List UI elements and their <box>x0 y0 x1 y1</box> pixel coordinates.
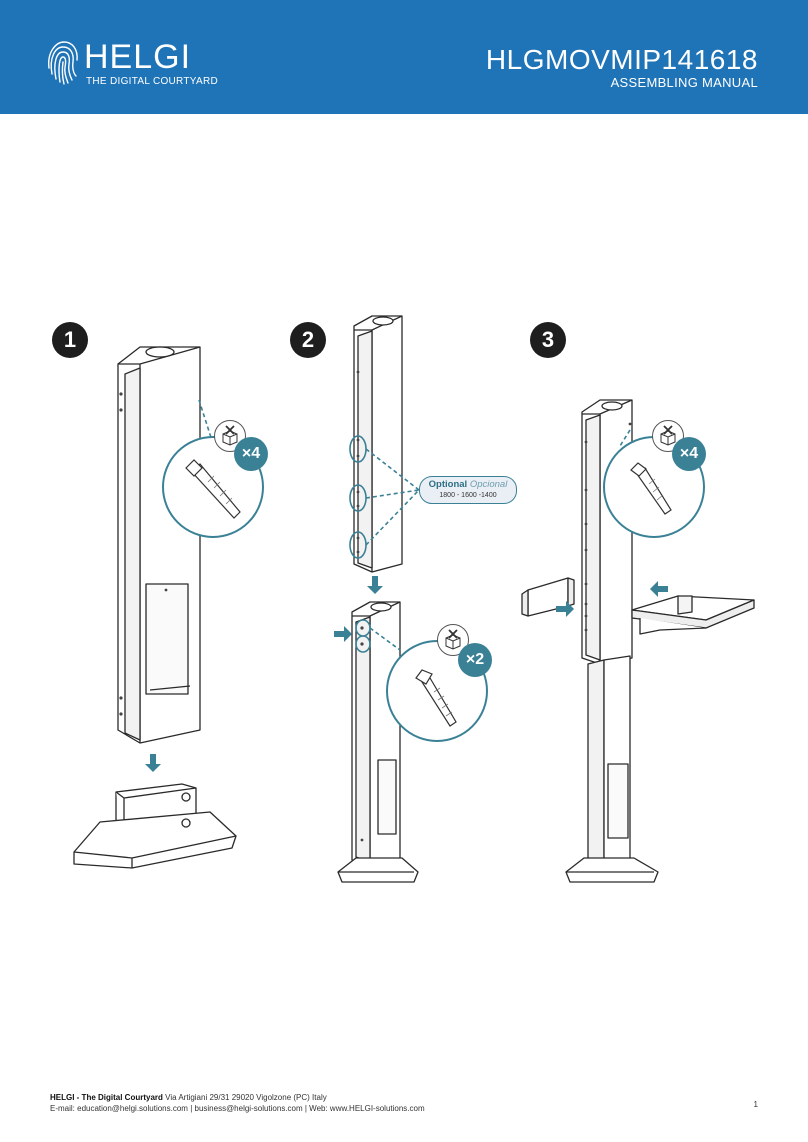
box-icon <box>437 624 469 656</box>
fingerprint-logo-icon <box>48 41 78 85</box>
step-1-quantity-badge: ×4 <box>234 437 268 471</box>
step-3-quantity-badge: ×4 <box>672 437 706 471</box>
optional-label-es: Opcional <box>469 479 508 490</box>
footer-address: Via Artigiani 29/31 29020 Vigolzone (PC)… <box>162 1093 327 1102</box>
assembly-illustration <box>73 315 755 883</box>
step-2-badge: 2 <box>290 322 326 358</box>
step-1-badge: 1 <box>52 322 88 358</box>
step-2-quantity-badge: ×2 <box>458 643 492 677</box>
bolt-icon <box>630 462 672 515</box>
brand-name: HELGI <box>84 38 192 76</box>
step-3-badge: 3 <box>530 322 566 358</box>
footer: HELGI - The Digital Courtyard Via Artigi… <box>50 1092 425 1114</box>
bolt-icon <box>415 669 457 727</box>
optional-sizes: 1800 - 1600 -1400 <box>439 492 497 499</box>
brand-tagline: THE DIGITAL COURTYARD <box>86 76 219 87</box>
manual-title: ASSEMBLING MANUAL <box>610 75 758 90</box>
page-number: 1 <box>753 1100 758 1109</box>
optional-label-en: Optional <box>428 479 468 490</box>
footer-contacts: E-mail: education@helgi.solutions.com | … <box>50 1104 425 1113</box>
model-code: HLGMOVMIP141618 <box>485 44 758 75</box>
box-icon <box>652 420 684 452</box>
footer-company: HELGI - The Digital Courtyard <box>50 1093 163 1102</box>
bolt-icon <box>185 459 241 519</box>
header-bar: HELGI THE DIGITAL COURTYARD HLGMOVMIP141… <box>0 0 808 114</box>
arrow-icon <box>145 576 668 772</box>
optional-note: Optional Opcional 1800 - 1600 -1400 <box>419 476 517 504</box>
